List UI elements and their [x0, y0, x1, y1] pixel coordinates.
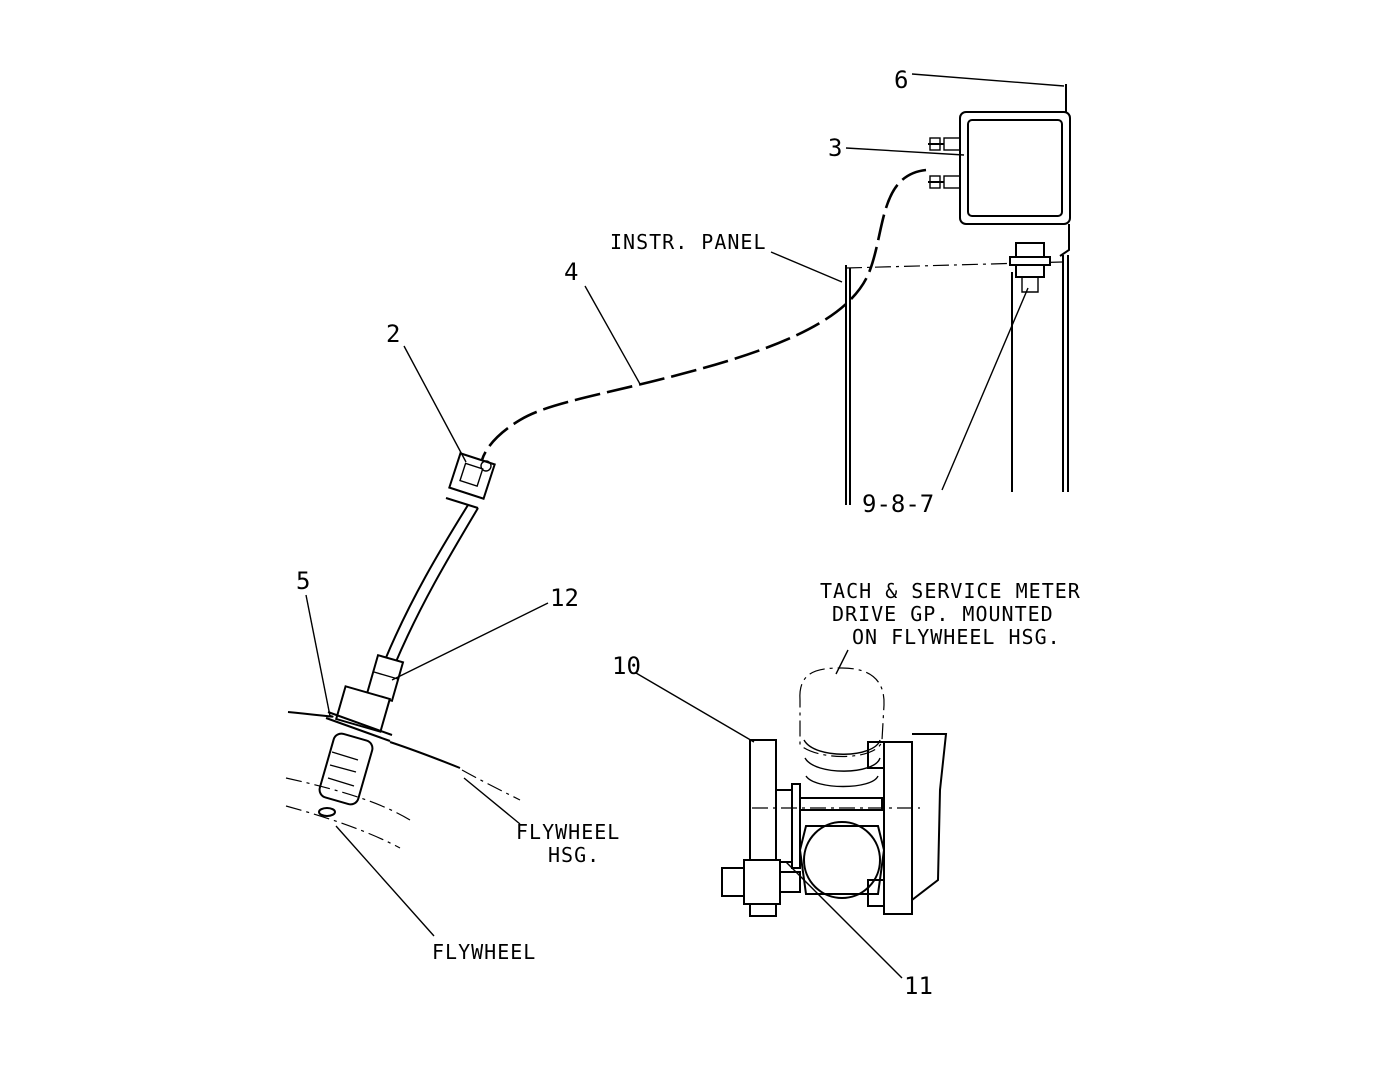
- label-tach-line2: DRIVE GP. MOUNTED: [832, 602, 1054, 626]
- label-tach-line1: TACH & SERVICE METER: [820, 579, 1081, 603]
- label-tach-line3: ON FLYWHEEL HSG.: [852, 625, 1061, 649]
- label-instr-panel: INSTR. PANEL: [610, 230, 767, 254]
- callout-2: 2: [386, 320, 400, 348]
- callout-11: 11: [904, 972, 933, 1000]
- service-meter-box: [928, 84, 1071, 293]
- label-flywheel-hsg-line1: FLYWHEEL: [516, 820, 620, 844]
- callout-10: 10: [612, 652, 641, 680]
- callout-6: 6: [894, 66, 908, 94]
- callout-12: 12: [550, 584, 579, 612]
- callout-4: 4: [564, 258, 578, 286]
- label-flywheel-hsg-line2: HSG.: [548, 843, 600, 867]
- callout-3: 3: [828, 134, 842, 162]
- cable-clip: [445, 452, 496, 509]
- callout-9-8-7: 9-8-7: [862, 490, 934, 518]
- cable: [480, 168, 927, 461]
- flywheel-housing: [285, 711, 521, 849]
- leader-lines: [305, 73, 1065, 979]
- magnetic-pickup: [318, 504, 479, 817]
- callout-5: 5: [296, 567, 310, 595]
- label-flywheel: FLYWHEEL: [432, 940, 536, 964]
- tach-drive-group: [721, 667, 948, 917]
